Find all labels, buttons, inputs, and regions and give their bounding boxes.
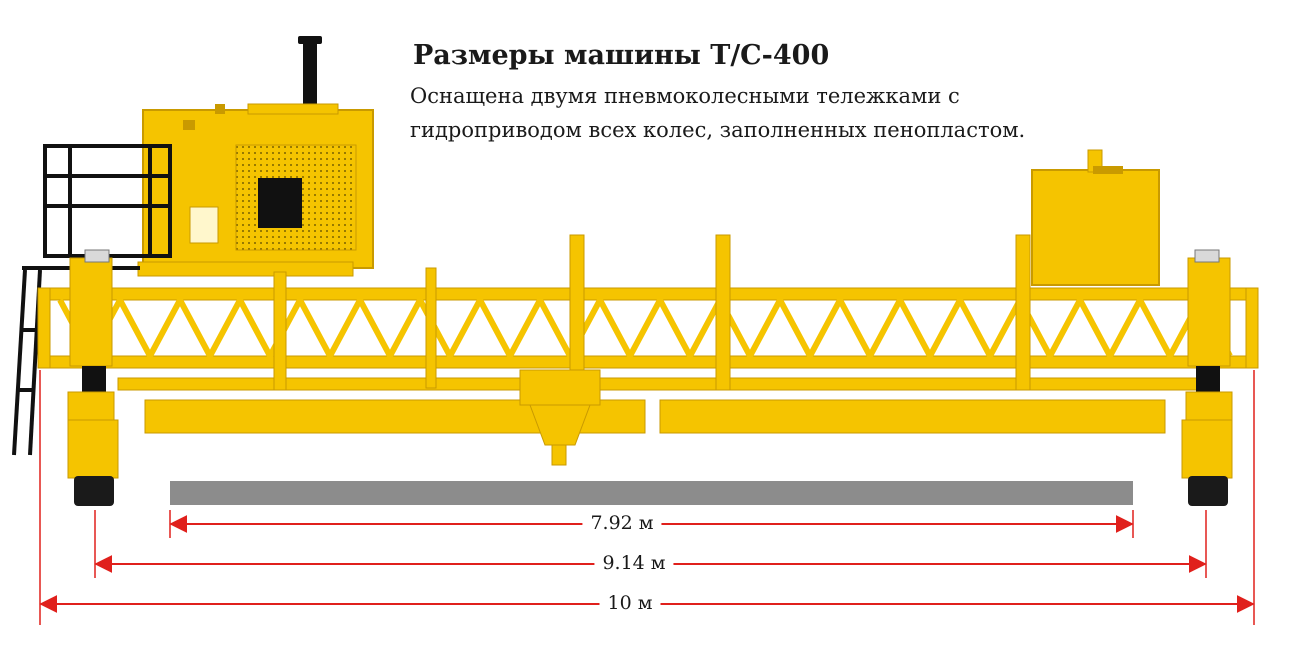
posts: [273, 234, 1031, 391]
power-unit: [137, 36, 374, 277]
left-bogie: [67, 249, 119, 506]
page-title: Размеры машины Т/С-400: [413, 40, 830, 71]
dimension-label-7-92: 7.92 м: [582, 512, 662, 534]
screeds: [144, 369, 1166, 466]
dimension-label-9-14: 9.14 м: [594, 552, 674, 574]
description-line-1: Оснащена двумя пневмоколесными тележками…: [410, 84, 960, 108]
right-bogie: [1181, 249, 1233, 506]
description-line-2: гидроприводом всех колес, заполненных пе…: [410, 118, 1026, 142]
extension-lines: [39, 370, 1255, 625]
right-unit: [1031, 149, 1160, 286]
paving-strip: [170, 481, 1133, 505]
truss-frame: [37, 287, 1259, 391]
dimension-label-10: 10 м: [599, 592, 661, 614]
railing: [12, 144, 172, 456]
